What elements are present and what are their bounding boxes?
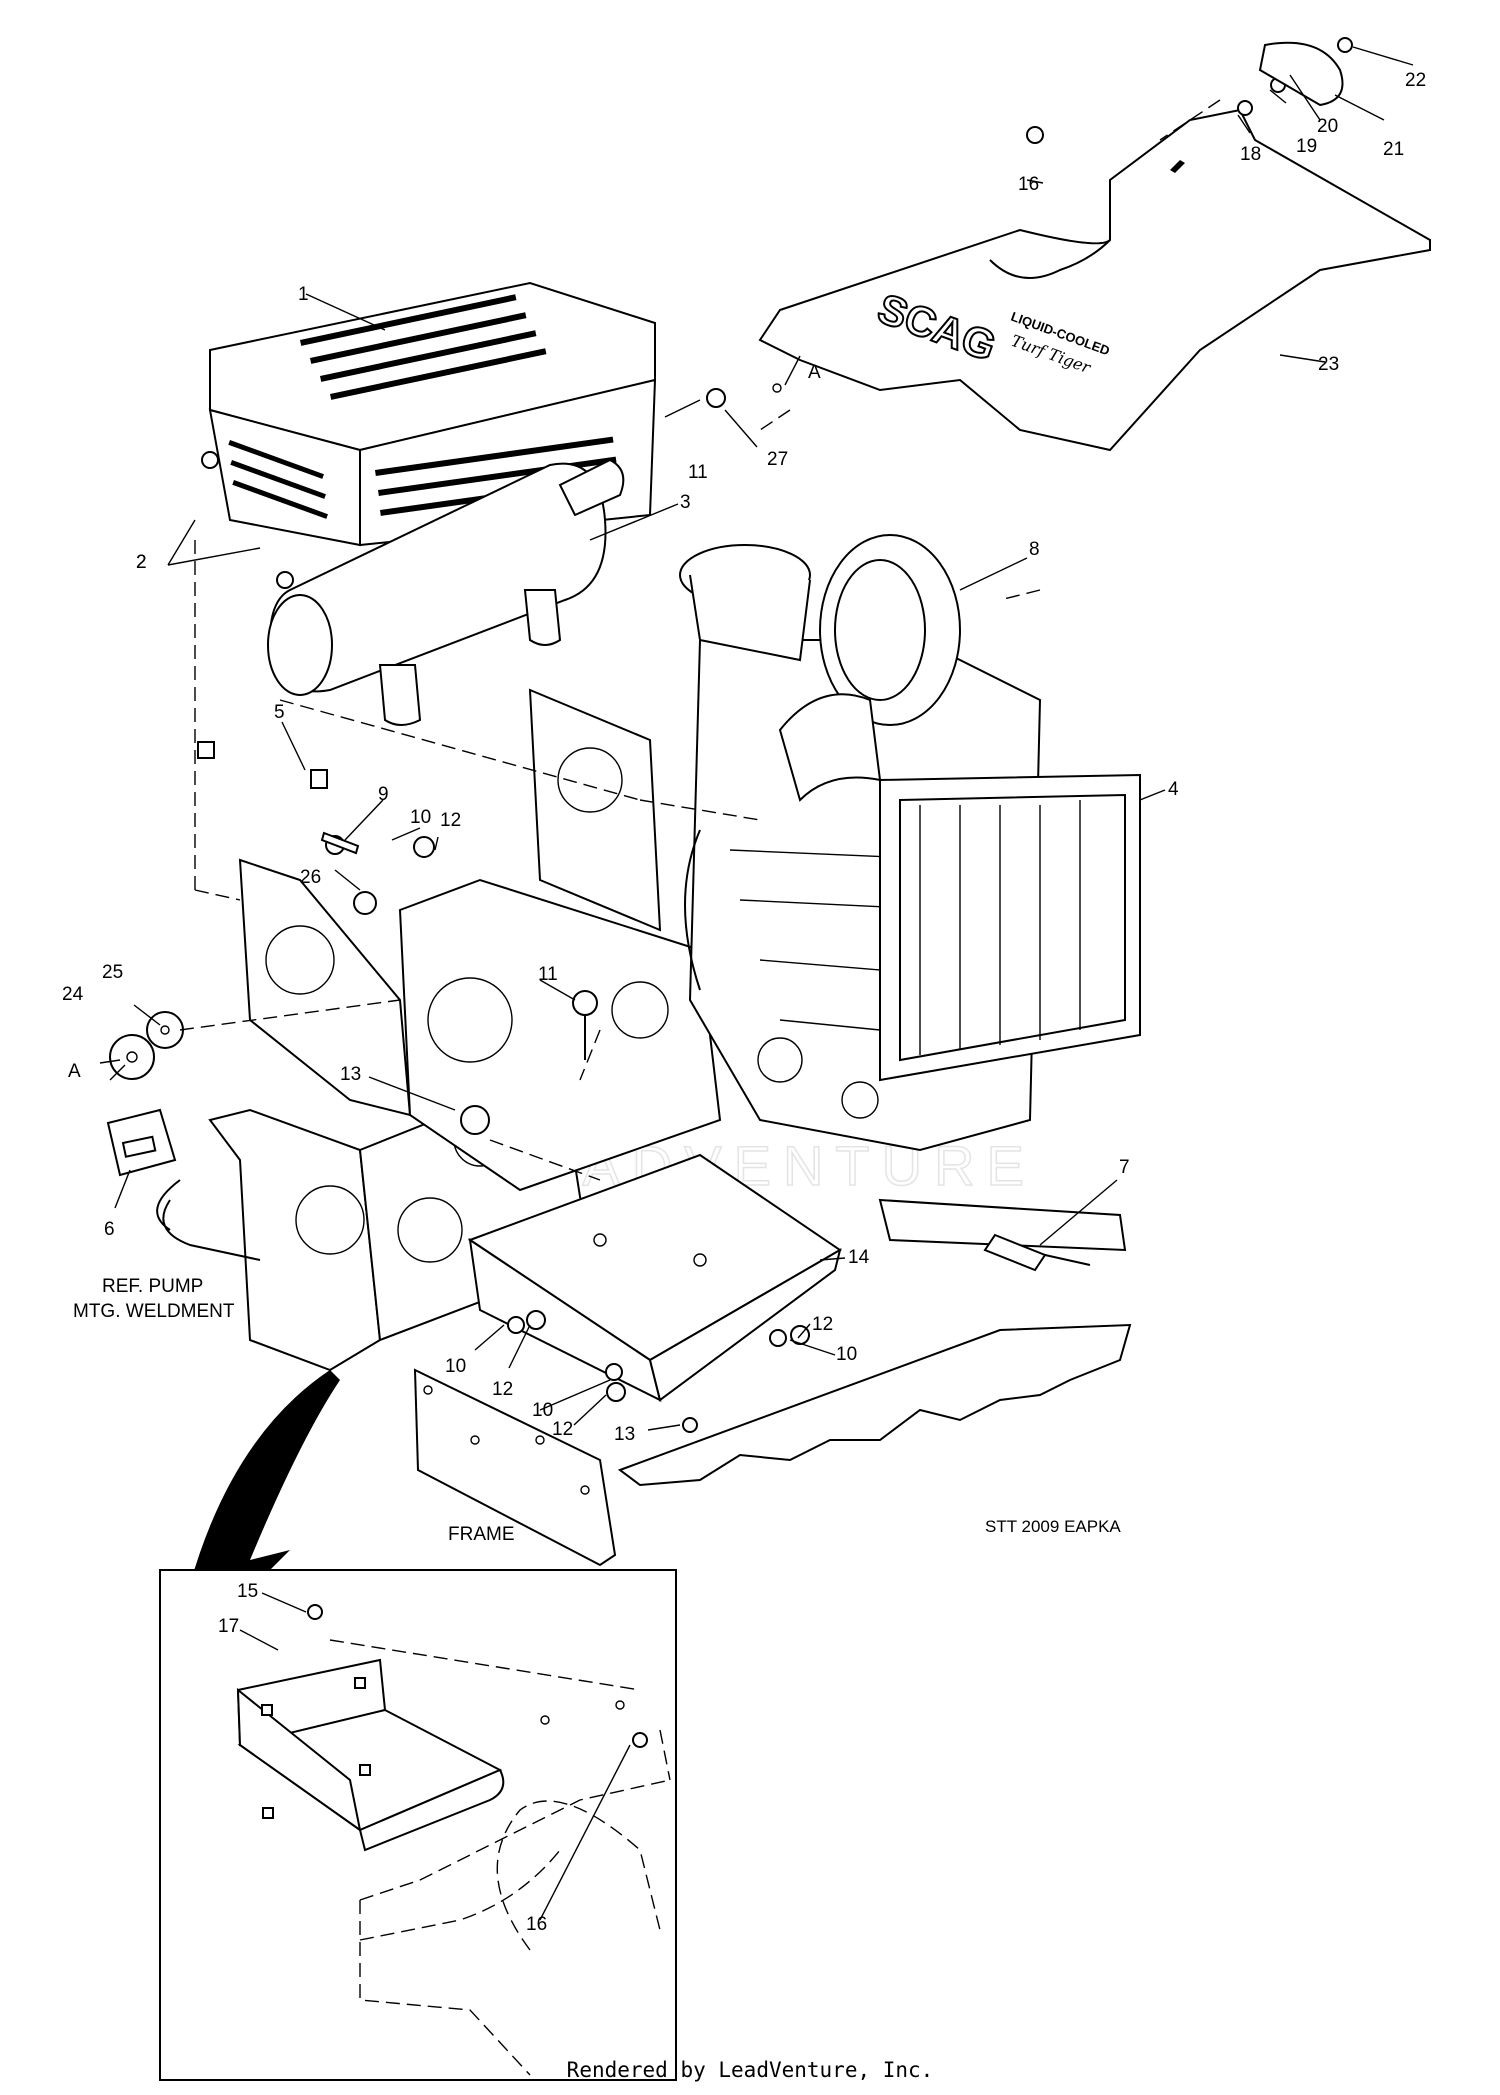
callout-23: 23 <box>1318 354 1339 375</box>
callout-10c: 10 <box>532 1400 553 1421</box>
inset-detail <box>159 1569 677 2081</box>
pump-weldment <box>208 1108 382 1372</box>
callout-12a: 12 <box>440 810 461 831</box>
callout-19: 19 <box>1296 136 1317 157</box>
callouts: 1 2 2 3 4 5 6 7 8 9 10 10 10 10 11 11 12… <box>62 70 1426 1935</box>
callout-3: 3 <box>680 492 691 513</box>
callout-15: 15 <box>237 1581 258 1602</box>
hour-meter <box>106 1108 177 1177</box>
hardware <box>109 37 1353 1433</box>
callout-2a: 2 <box>136 552 147 573</box>
callout-18: 18 <box>1240 144 1261 165</box>
callout-24: 24 <box>62 984 84 1005</box>
callout-12d: 12 <box>812 1314 833 1335</box>
callout-10d: 10 <box>836 1344 857 1365</box>
callout-26: 26 <box>300 867 321 888</box>
callout-10b: 10 <box>445 1356 466 1377</box>
callout-5: 5 <box>274 702 285 723</box>
pump-label-line2: MTG. WELDMENT <box>73 1301 235 1322</box>
callout-12b: 12 <box>492 1379 513 1400</box>
callout-A-top: A <box>808 362 821 383</box>
callout-16b: 16 <box>526 1914 547 1935</box>
callout-20: 20 <box>1317 116 1338 137</box>
callout-9: 9 <box>378 784 389 805</box>
callout-13b: 13 <box>614 1424 635 1445</box>
callout-4: 4 <box>1168 779 1179 800</box>
callout-1: 1 <box>298 284 309 305</box>
footer-credit: Rendered by LeadVenture, Inc. <box>566 2058 934 2082</box>
callout-25: 25 <box>102 962 123 983</box>
callout-2b: 2 <box>136 552 147 573</box>
labels: REF. PUMP MTG. WELDMENT FRAME STT 2009 E… <box>73 1276 1121 1545</box>
callout-21: 21 <box>1383 139 1404 160</box>
muffler <box>267 458 625 726</box>
callout-11a: 11 <box>688 462 708 483</box>
callout-8: 8 <box>1029 539 1040 560</box>
callout-10a: 10 <box>410 807 431 828</box>
callout-11b: 11 <box>538 964 558 985</box>
pump-label-line1: REF. PUMP <box>102 1276 203 1297</box>
callout-6: 6 <box>104 1219 115 1240</box>
callout-13a: 13 <box>340 1064 361 1085</box>
callout-27: 27 <box>767 449 788 470</box>
callout-17: 17 <box>218 1616 239 1637</box>
callout-12c: 12 <box>552 1419 573 1440</box>
drawing-code: STT 2009 EAPKA <box>985 1517 1121 1536</box>
engine-shroud: SCAG LIQUID-COOLED Turf Tiger <box>758 108 1431 452</box>
engine <box>679 534 1141 1152</box>
callout-A-left: A <box>68 1061 81 1082</box>
battery-tray <box>467 1153 842 1402</box>
frame-label: FRAME <box>448 1524 515 1545</box>
callout-16a: 16 <box>1018 174 1039 195</box>
callout-14: 14 <box>848 1247 870 1268</box>
leader-lines <box>99 46 1414 1921</box>
callout-7: 7 <box>1119 1157 1130 1178</box>
reference-lines <box>179 99 1221 1181</box>
frame-plate <box>413 1368 617 1567</box>
callout-22: 22 <box>1405 70 1426 91</box>
